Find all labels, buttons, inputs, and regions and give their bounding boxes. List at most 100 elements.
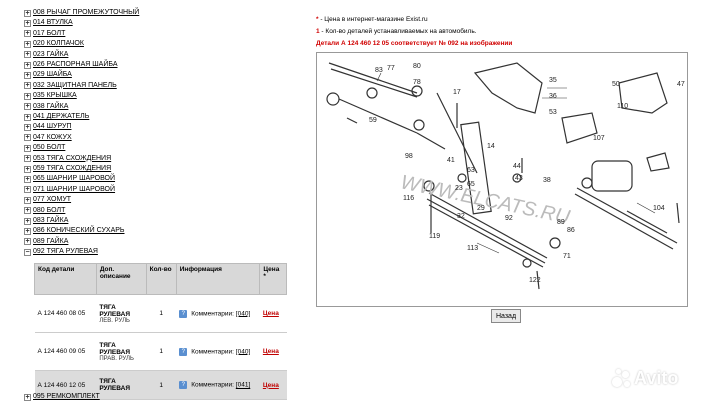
tree-item[interactable]: +059 ТЯГА СХОЖДЕНИЯ — [24, 164, 111, 174]
diagram-callout[interactable]: 86 — [567, 227, 575, 234]
diagram-callout[interactable]: 36 — [549, 93, 557, 100]
diagram-callout[interactable]: 50 — [612, 81, 620, 88]
comment-link[interactable]: [040] — [235, 310, 251, 318]
expand-icon[interactable]: + — [24, 9, 31, 17]
tree-item[interactable]: +038 ГАЙКА — [24, 102, 68, 112]
tree-item[interactable]: +077 ХОМУТ — [24, 195, 71, 205]
expand-icon[interactable]: + — [24, 155, 31, 163]
info-icon[interactable]: ? — [179, 309, 188, 318]
diagram-callout[interactable]: 23 — [455, 185, 463, 192]
tree-item[interactable]: +023 ГАЙКА — [24, 50, 68, 60]
expand-icon[interactable]: + — [24, 92, 31, 100]
diagram-callout[interactable]: 107 — [593, 135, 605, 142]
diagram-callout[interactable]: 47 — [677, 81, 685, 88]
diagram-callout[interactable]: 71 — [563, 253, 571, 260]
price-link[interactable]: Цена — [262, 381, 279, 389]
diagram-callout[interactable]: 104 — [653, 205, 665, 212]
tree-item-label[interactable]: 050 БОЛТ — [33, 144, 66, 152]
tree-item-label[interactable]: 020 КОЛПАЧОК — [33, 40, 84, 48]
tree-item[interactable]: +008 РЫЧАГ ПРОМЕЖУТОЧНЫЙ — [24, 8, 139, 18]
diagram-callout[interactable]: 89 — [557, 219, 565, 226]
expand-icon[interactable]: + — [24, 71, 31, 79]
tree-item[interactable]: +053 ТЯГА СХОЖДЕНИЯ — [24, 154, 111, 164]
info-icon[interactable]: ? — [179, 347, 188, 356]
tree-item[interactable]: +014 ВТУЛКА — [24, 18, 73, 28]
diagram-callout[interactable]: 59 — [369, 117, 377, 124]
diagram-callout[interactable]: 92 — [505, 215, 513, 222]
tree-item-label[interactable]: 035 КРЫШКА — [33, 92, 77, 100]
expand-icon[interactable]: + — [24, 393, 31, 401]
expand-icon[interactable]: + — [24, 144, 31, 152]
tree-item[interactable]: +050 БОЛТ — [24, 143, 65, 153]
expand-icon[interactable]: + — [24, 175, 31, 183]
diagram-callout[interactable]: 113 — [467, 245, 479, 252]
tree-item[interactable]: −092 ТЯГА РУЛЕВАЯ — [24, 247, 98, 257]
tree-item[interactable]: +071 ШАРНИР ШАРОВОЙ — [24, 185, 115, 195]
tree-item-label[interactable]: 077 ХОМУТ — [33, 196, 72, 204]
diagram-callout[interactable]: 29 — [477, 205, 485, 212]
diagram-callout[interactable]: 78 — [413, 79, 421, 86]
tree-item[interactable]: +032 ЗАЩИТНАЯ ПАНЕЛЬ — [24, 81, 117, 91]
comment-link[interactable]: [041] — [235, 381, 251, 389]
tree-item-label[interactable]: 059 ТЯГА СХОЖДЕНИЯ — [33, 165, 112, 172]
tree-item-label[interactable]: 047 КОЖУХ — [33, 133, 72, 141]
expand-icon[interactable]: + — [24, 217, 31, 225]
expand-icon[interactable]: + — [24, 196, 31, 204]
expand-icon[interactable]: + — [24, 227, 31, 235]
tree-item[interactable]: +065 ШАРНИР ШАРОВОЙ — [24, 174, 115, 184]
diagram-callout[interactable]: 80 — [413, 63, 421, 70]
tree-item-label[interactable]: 044 ШУРУП — [33, 123, 72, 131]
diagram-callout[interactable]: 119 — [429, 233, 441, 240]
tree-item[interactable]: +020 КОЛПАЧОК — [24, 39, 84, 49]
back-button[interactable]: Назад — [491, 309, 521, 323]
expand-icon[interactable]: + — [24, 165, 31, 173]
expand-icon[interactable]: + — [24, 103, 31, 111]
tree-item-label[interactable]: 080 БОЛТ — [33, 206, 66, 214]
tree-item[interactable]: +047 КОЖУХ — [24, 133, 72, 143]
diagram-callout[interactable]: 65 — [467, 181, 475, 188]
diagram-callout[interactable]: 43 — [515, 175, 523, 182]
diagram-callout[interactable]: 38 — [543, 177, 551, 184]
info-icon[interactable]: ? — [179, 381, 188, 389]
collapse-icon[interactable]: − — [24, 248, 31, 256]
tree-item-label[interactable]: 026 РАСПОРНАЯ ШАЙБА — [33, 61, 118, 68]
tree-item[interactable]: +035 КРЫШКА — [24, 91, 77, 101]
tree-item[interactable]: +041 ДЕРЖАТЕЛЬ — [24, 112, 89, 122]
tree-item-label[interactable]: 038 ГАЙКА — [33, 102, 69, 110]
expand-icon[interactable]: + — [24, 40, 31, 48]
diagram-callout[interactable]: 98 — [405, 153, 413, 160]
tree-item[interactable]: +089 ГАЙКА — [24, 237, 68, 247]
tree-item-label[interactable]: 014 ВТУЛКА — [33, 19, 73, 27]
tree-item[interactable]: +017 БОЛТ — [24, 29, 65, 39]
diagram-callout[interactable]: 116 — [403, 195, 415, 202]
diagram-callout[interactable]: 53 — [549, 109, 557, 116]
diagram-callout[interactable]: 63 — [467, 167, 475, 174]
diagram-callout[interactable]: 32 — [457, 213, 465, 220]
tree-item-label[interactable]: 065 ШАРНИР ШАРОВОЙ — [33, 175, 116, 183]
diagram-callout[interactable]: 41 — [447, 157, 455, 164]
tree-item[interactable]: +083 ГАЙКА — [24, 216, 68, 226]
expand-icon[interactable]: + — [24, 238, 31, 246]
tree-item-label[interactable]: 086 КОНИЧЕСКИЙ СУХАРЬ — [33, 227, 125, 235]
expand-icon[interactable]: + — [24, 82, 31, 90]
tree-item[interactable]: +026 РАСПОРНАЯ ШАЙБА — [24, 60, 118, 70]
diagram-callout[interactable]: 17 — [453, 89, 461, 96]
diagram-callout[interactable]: 44 — [513, 163, 521, 170]
tree-item-label[interactable]: 083 ГАЙКА — [33, 217, 69, 224]
diagram-callout[interactable]: 35 — [549, 77, 557, 84]
tree-item[interactable]: +080 БОЛТ — [24, 206, 65, 216]
expand-icon[interactable]: + — [24, 186, 31, 194]
expand-icon[interactable]: + — [24, 113, 31, 121]
expand-icon[interactable]: + — [24, 134, 31, 142]
expand-icon[interactable]: + — [24, 19, 31, 27]
price-link[interactable]: Цена — [262, 310, 279, 317]
tree-item-label[interactable]: 008 РЫЧАГ ПРОМЕЖУТОЧНЫЙ — [33, 9, 140, 16]
diagram-callout[interactable]: 83 — [375, 67, 383, 74]
expand-icon[interactable]: + — [24, 30, 31, 38]
tree-item-label[interactable]: 032 ЗАЩИТНАЯ ПАНЕЛЬ — [33, 81, 117, 89]
tree-item-label[interactable]: 095 РЕМКОМПЛЕКТ — [33, 393, 100, 400]
tree-item-label[interactable]: 092 ТЯГА РУЛЕВАЯ — [33, 248, 98, 256]
diagram-callout[interactable]: 14 — [487, 143, 495, 150]
tree-item-label[interactable]: 017 БОЛТ — [33, 29, 66, 37]
